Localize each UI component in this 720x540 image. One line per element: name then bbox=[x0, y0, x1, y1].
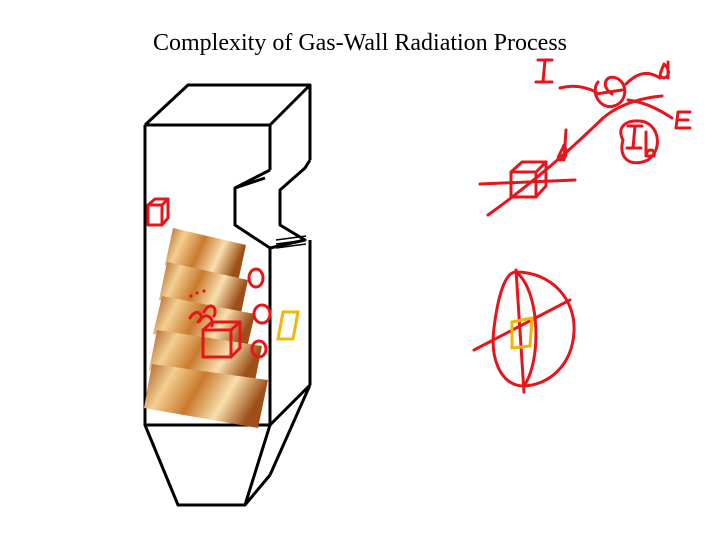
hopper-bottom-back bbox=[243, 474, 272, 506]
wall-circle-sketch bbox=[250, 339, 268, 359]
loop-to-d bbox=[624, 72, 662, 86]
solid-angle-scribble bbox=[593, 75, 627, 109]
gas-volume-cube bbox=[201, 320, 242, 359]
wall-cube-sketch bbox=[146, 197, 170, 227]
wall-circle-sketch bbox=[252, 303, 272, 325]
boiler-back-bottom bbox=[268, 383, 312, 427]
loop-to-I bbox=[558, 84, 598, 94]
slide-title: Complexity of Gas-Wall Radiation Process bbox=[153, 30, 567, 56]
label-d-glyph bbox=[658, 60, 670, 80]
wall-surface-element bbox=[276, 310, 300, 341]
hopper-back-edge bbox=[268, 384, 312, 476]
boiler-outline bbox=[143, 83, 312, 507]
differential-volume-cube bbox=[509, 160, 548, 199]
sphere-outline bbox=[491, 270, 576, 388]
sphere-vertical-axis bbox=[514, 268, 526, 394]
nose-bend bbox=[233, 159, 312, 250]
wall-circle-sketch bbox=[247, 267, 265, 289]
intensity-ray bbox=[486, 94, 664, 217]
sphere-diagonal-axis bbox=[472, 298, 572, 352]
particle-swirl-scribble bbox=[188, 304, 217, 328]
boiler-top-face bbox=[143, 83, 312, 127]
particle-dots bbox=[189, 289, 206, 298]
volume-d-scribble bbox=[556, 128, 568, 162]
label-E-glyph bbox=[674, 110, 692, 130]
loop-to-E bbox=[626, 98, 674, 120]
Ib-loop bbox=[619, 119, 659, 165]
sphere-sketch bbox=[472, 268, 576, 394]
label-I-glyph bbox=[534, 58, 554, 84]
hopper bbox=[143, 424, 272, 507]
flame-band bbox=[144, 364, 268, 428]
sphere-meridian bbox=[514, 270, 538, 388]
boiler-annotations bbox=[146, 197, 272, 359]
radiation-ray-sketch bbox=[478, 58, 692, 217]
nose-inner-line bbox=[234, 176, 266, 190]
sphere-surface-element bbox=[510, 316, 534, 350]
horizontal-axis bbox=[478, 178, 577, 186]
superheater-tubes bbox=[275, 235, 307, 249]
label-Ib-glyph bbox=[625, 124, 656, 158]
